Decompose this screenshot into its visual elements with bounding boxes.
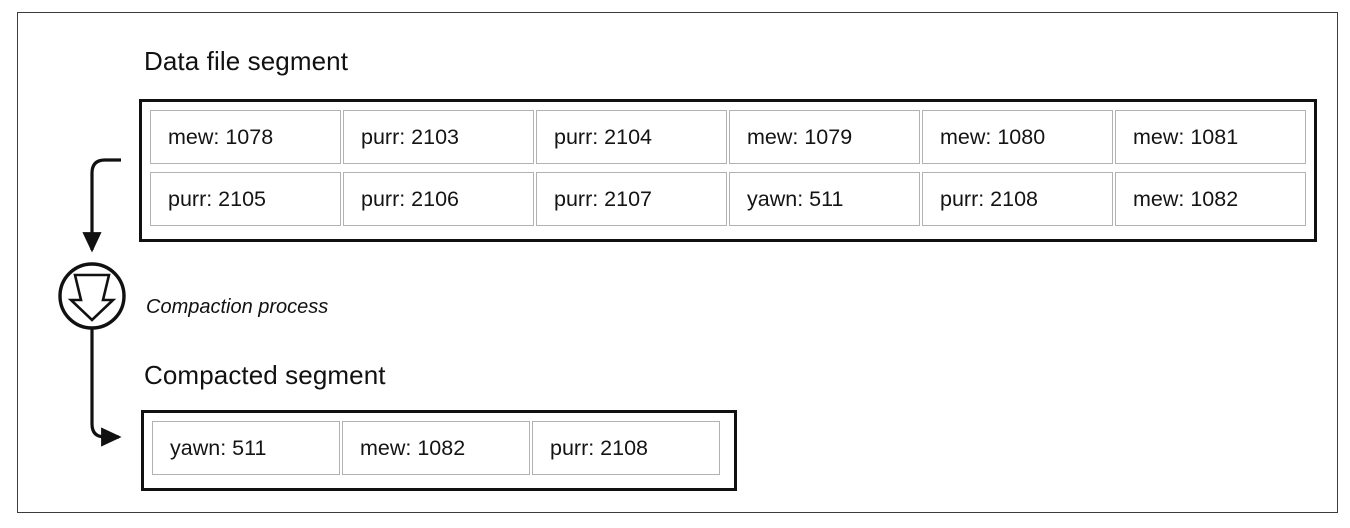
data-file-segment-title: Data file segment	[144, 46, 349, 76]
data-cell: purr: 2108	[922, 172, 1113, 226]
compacted-segment-title: Compacted segment	[144, 360, 386, 390]
data-cell: purr: 2103	[343, 110, 534, 164]
compacted-row: yawn: 511 mew: 1082 purr: 2108	[152, 421, 726, 475]
compacted-cell: yawn: 511	[152, 421, 340, 475]
compaction-process-label: Compaction process	[146, 296, 329, 318]
compacted-segment-box: yawn: 511 mew: 1082 purr: 2108	[141, 410, 737, 491]
data-file-row: mew: 1078 purr: 2103 purr: 2104 mew: 107…	[150, 110, 1306, 164]
data-cell: mew: 1082	[1115, 172, 1306, 226]
data-cell: mew: 1081	[1115, 110, 1306, 164]
data-cell: purr: 2105	[150, 172, 341, 226]
compacted-cell: purr: 2108	[532, 421, 720, 475]
data-cell: purr: 2104	[536, 110, 727, 164]
data-file-row: purr: 2105 purr: 2106 purr: 2107 yawn: 5…	[150, 172, 1306, 226]
compacted-cell: mew: 1082	[342, 421, 530, 475]
data-cell: yawn: 511	[729, 172, 920, 226]
data-cell: mew: 1079	[729, 110, 920, 164]
data-cell: purr: 2107	[536, 172, 727, 226]
data-cell: mew: 1078	[150, 110, 341, 164]
data-cell: mew: 1080	[922, 110, 1113, 164]
data-cell: purr: 2106	[343, 172, 534, 226]
data-file-segment-box: mew: 1078 purr: 2103 purr: 2104 mew: 107…	[139, 99, 1317, 242]
figure-frame: Data file segment mew: 1078 purr: 2103 p…	[17, 12, 1338, 513]
